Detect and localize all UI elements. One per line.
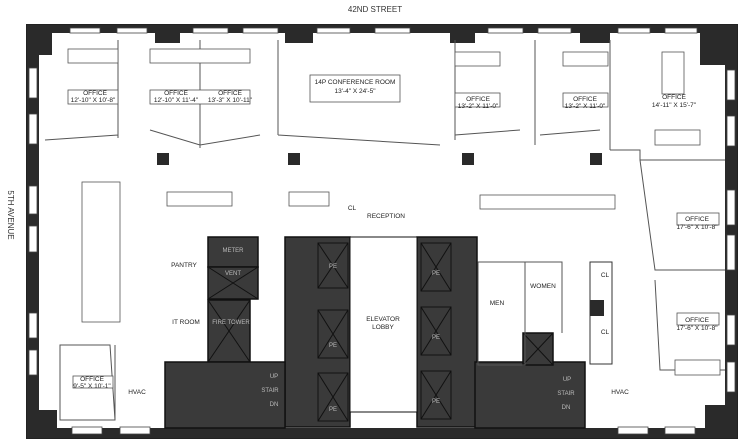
hvac-right-label: HVAC	[611, 389, 629, 396]
elevator-lobby-label-1: ELEVATOR	[366, 316, 400, 323]
reception-label: RECEPTION	[367, 213, 405, 220]
office-3-label: OFFICE	[218, 90, 242, 97]
office-6-label: OFFICE	[662, 94, 686, 101]
meter-label: METER	[223, 248, 245, 254]
womens-restroom-label: WOMEN	[530, 283, 556, 290]
office-4-size: 13'-2" X 11'-0"	[458, 103, 499, 110]
elevators	[317, 242, 452, 422]
stair-left-down: DN	[270, 402, 279, 408]
office-1-size: 12'-10" X 10'-8"	[71, 97, 116, 104]
elevator-label: PE	[432, 271, 440, 277]
restrooms	[477, 261, 563, 366]
stair-right-down: DN	[562, 405, 571, 411]
reception-closet-label: CL	[348, 205, 357, 212]
mens-restroom-label: MEN	[490, 300, 505, 307]
stair-right-label: STAIR	[557, 391, 575, 397]
service-core	[164, 236, 586, 429]
conference-room-size: 13'-4" X 24'-5"	[334, 88, 376, 95]
office-7-label: OFFICE	[685, 216, 709, 223]
elevator-label: PE	[329, 264, 337, 270]
exterior-walls	[26, 24, 738, 439]
office-2-size: 12'-10" X 11'-4"	[154, 97, 199, 104]
office-8-label: OFFICE	[685, 317, 709, 324]
office-6-size: 14'-11" X 15'-7"	[652, 102, 697, 109]
street-5th-avenue: 5TH AVENUE	[6, 190, 15, 239]
fire-tower-label: FIRE TOWER	[212, 320, 250, 326]
office-4-label: OFFICE	[466, 96, 490, 103]
office-9-size: 9'-5" X 10'-1"	[73, 383, 111, 390]
stair-left-up: UP	[270, 374, 278, 380]
elevator-label: PE	[329, 407, 337, 413]
elevator-lobby-label-2: LOBBY	[372, 324, 394, 331]
it-room-label: IT ROOM	[172, 319, 200, 326]
conference-room-label: 14P CONFERENCE ROOM	[315, 79, 396, 86]
closets	[589, 261, 613, 365]
office-8-size: 17'-6" X 10'-8"	[676, 325, 718, 332]
elevator-label: PE	[432, 335, 440, 341]
office-7-size: 17'-6" X 10'-8"	[676, 224, 718, 231]
office-3-size: 13'-3" X 10'-11"	[208, 97, 253, 104]
office-2-label: OFFICE	[164, 90, 188, 97]
elevator-label: PE	[432, 399, 440, 405]
office-5-size: 13'-2" X 11'-0"	[565, 103, 606, 110]
hvac-left-label: HVAC	[128, 389, 146, 396]
closet-2-label: CL	[601, 329, 610, 336]
office-5-label: OFFICE	[573, 96, 597, 103]
street-42nd: 42ND STREET	[348, 5, 402, 14]
office-1-label: OFFICE	[83, 90, 107, 97]
furniture	[67, 48, 721, 389]
stair-right-up: UP	[563, 377, 571, 383]
stair-left-label: STAIR	[261, 388, 279, 394]
elevator-label: PE	[329, 343, 337, 349]
vent-label: VENT	[225, 271, 241, 277]
office-9-label: OFFICE	[80, 376, 104, 383]
closet-1-label: CL	[601, 272, 610, 279]
columns	[157, 153, 602, 165]
pantry-label: PANTRY	[171, 262, 197, 269]
